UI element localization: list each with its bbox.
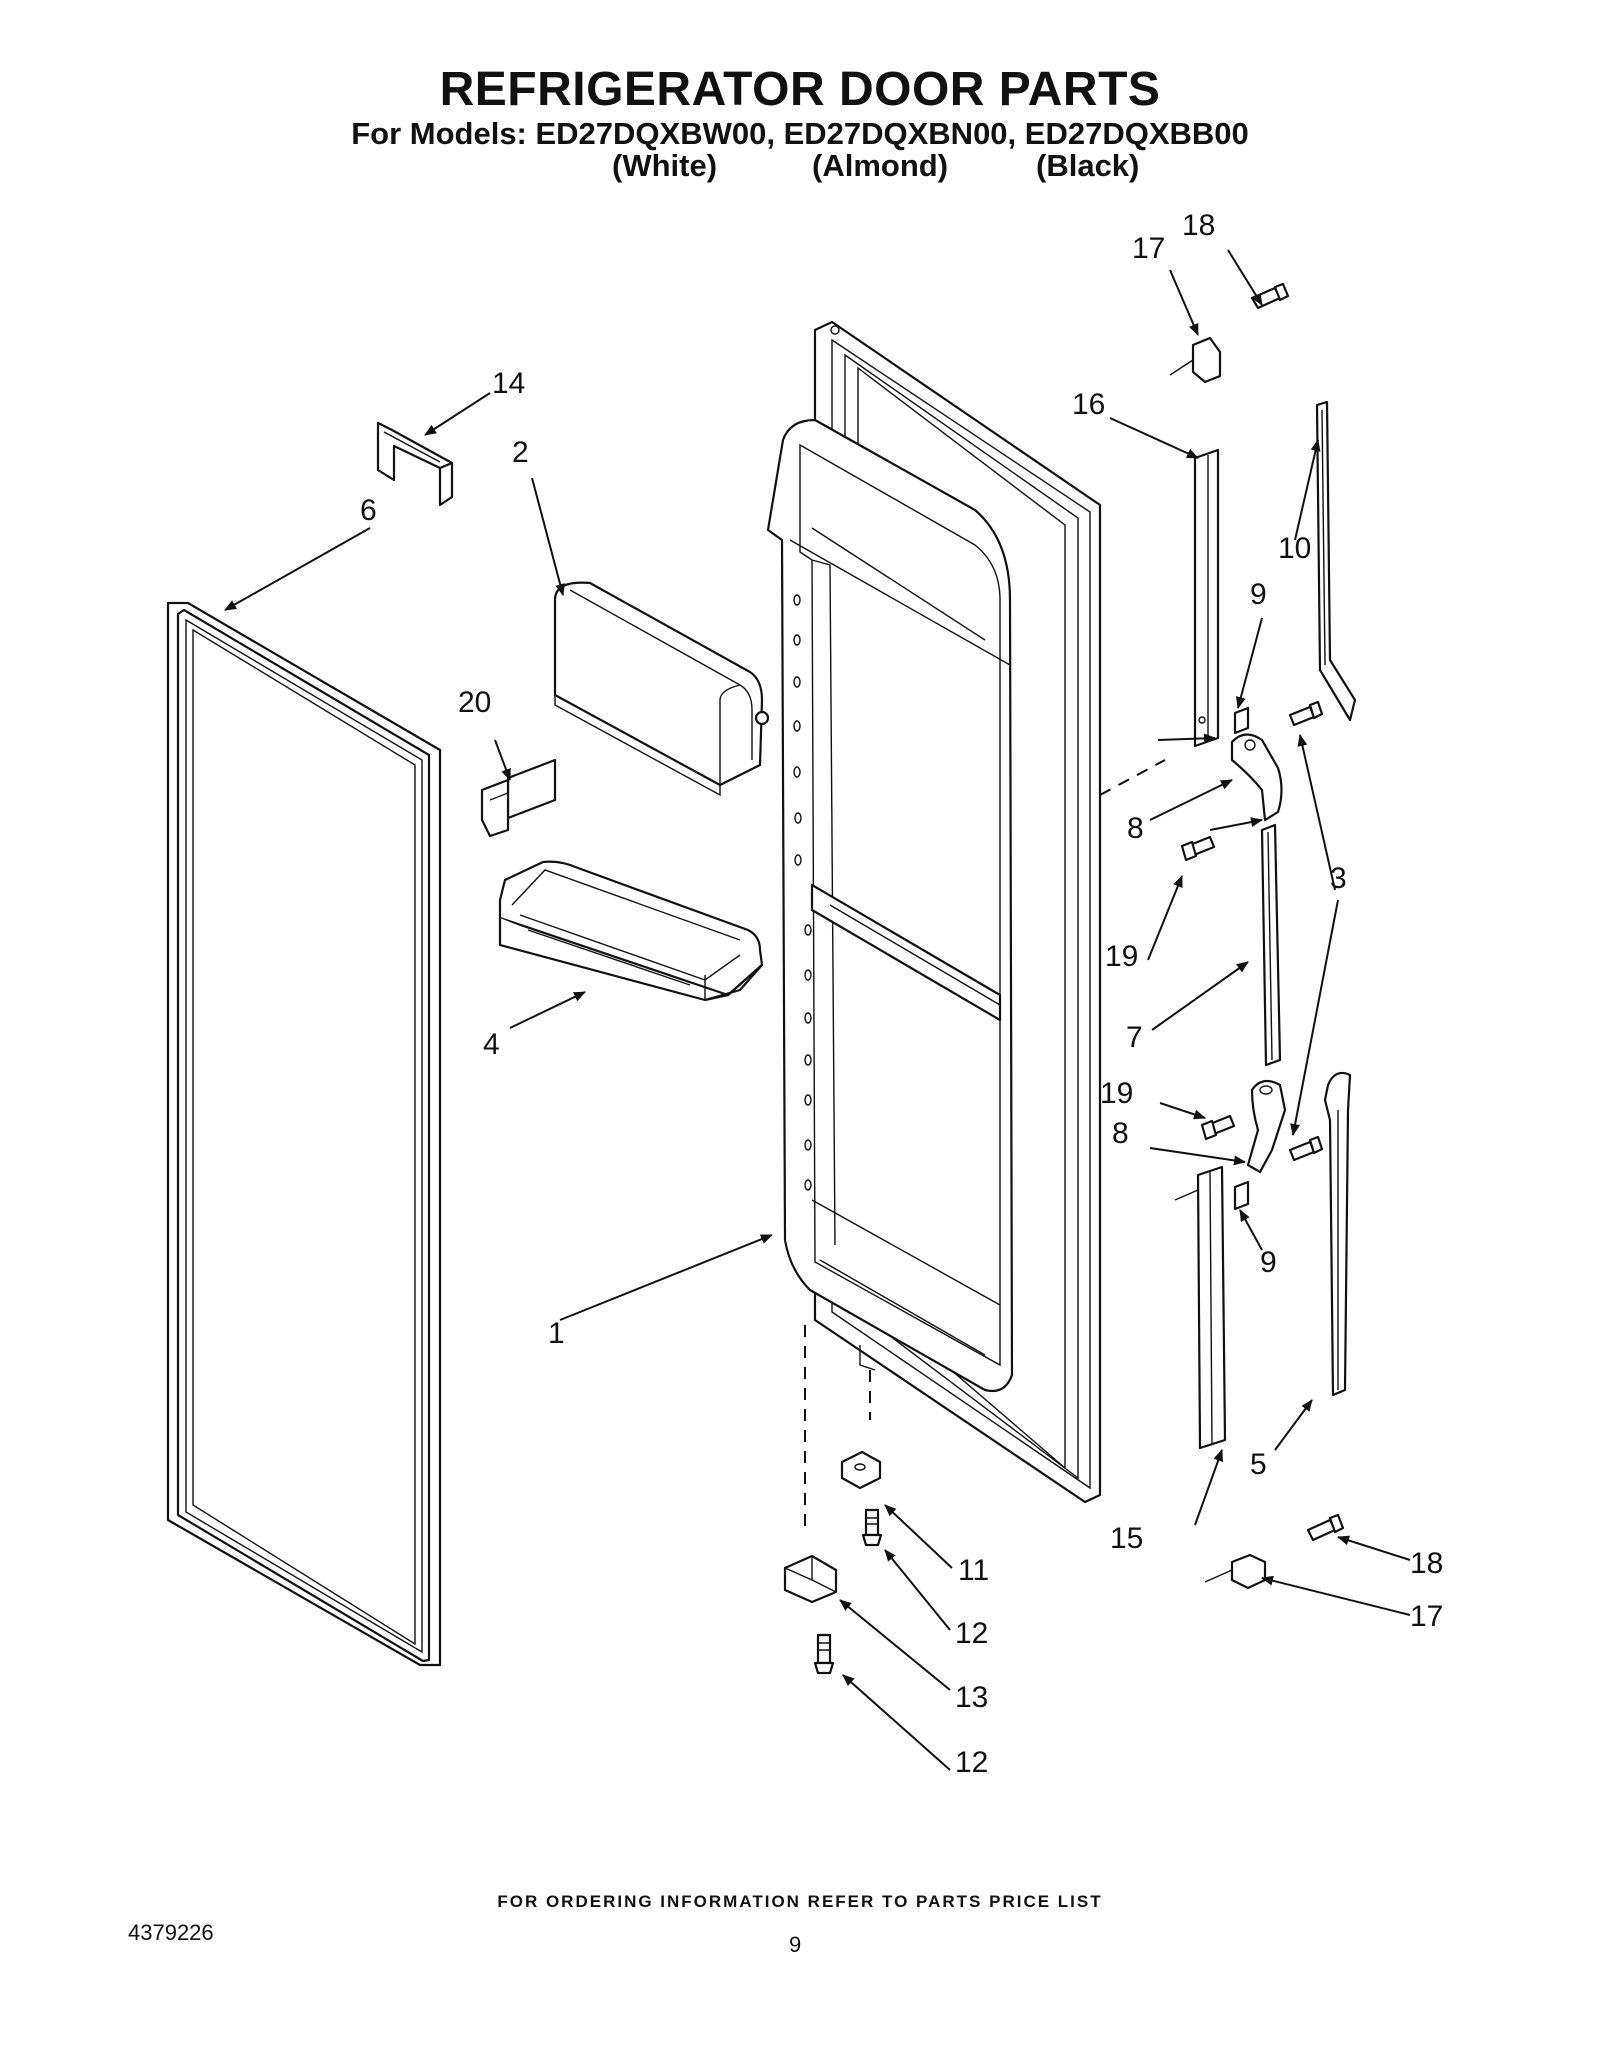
callout-3: 3 [1330, 862, 1347, 895]
callout-12-lower: 12 [955, 1746, 988, 1779]
color-black: (Black) [1036, 148, 1140, 183]
callout-8-upper: 8 [1127, 812, 1144, 845]
callout-19-upper: 19 [1105, 940, 1138, 973]
part-5-handle-trim-lower [1323, 1071, 1352, 1397]
part-18-screw-lower [1306, 1513, 1345, 1542]
callout-2: 2 [512, 436, 529, 469]
models-line: For Models: ED27DQXBW00, ED27DQXBN00, ED… [351, 116, 1249, 151]
color-white: (White) [612, 148, 718, 183]
ordering-note: FOR ORDERING INFORMATION REFER TO PARTS … [497, 1892, 1103, 1911]
callout-15: 15 [1110, 1522, 1143, 1555]
part-16-handle-end-upper [1193, 448, 1220, 748]
part-20-clip [480, 758, 557, 838]
callout-18-lower: 18 [1410, 1547, 1443, 1580]
callout-9-lower: 9 [1260, 1246, 1277, 1279]
callout-4: 4 [483, 1028, 500, 1061]
callout-20: 20 [458, 686, 491, 719]
part-19-screw-upper [1180, 835, 1216, 862]
part-12-screw-upper [861, 1508, 883, 1547]
part-8-handle-mount-lower [1246, 1079, 1287, 1174]
callout-18-upper: 18 [1182, 209, 1215, 242]
callout-7: 7 [1126, 1021, 1143, 1054]
color-almond: (Almond) [812, 148, 949, 183]
callout-14: 14 [492, 367, 525, 400]
callout-labels: 1 2 3 4 5 6 7 8 8 9 9 10 11 12 12 13 14 … [360, 209, 1443, 1779]
callout-8-lower: 8 [1112, 1117, 1129, 1150]
leader-lines [224, 249, 1411, 1771]
document-number: 4379226 [128, 1920, 214, 1945]
part-14-clip [376, 421, 454, 507]
part-9-spacer-upper [1233, 706, 1250, 735]
part-8-handle-mount-upper [1230, 733, 1283, 822]
part-19-screw-lower [1200, 1114, 1236, 1141]
part-4-door-bin [498, 860, 764, 1002]
part-13-bottom-hinge [783, 1554, 838, 1604]
callout-5: 5 [1250, 1448, 1267, 1481]
part-6-door-gasket [166, 601, 442, 1667]
part-11-hinge-bracket [840, 1450, 882, 1490]
callout-6: 6 [360, 494, 377, 527]
part-1-door [766, 320, 1102, 1504]
callout-16: 16 [1072, 388, 1105, 421]
top-hinge-axis [1099, 759, 1166, 796]
part-17-top-hinge-cover [1169, 336, 1222, 384]
part-17-bottom-hinge-cover [1204, 1553, 1267, 1590]
part-3-screw-lower [1288, 1135, 1324, 1162]
part-15-handle-end-lower [1174, 1165, 1227, 1450]
callout-9-upper: 9 [1250, 578, 1267, 611]
page-number: 9 [789, 1932, 802, 1957]
callout-10: 10 [1278, 532, 1311, 565]
part-10-handle-trim-upper [1315, 400, 1357, 722]
callout-12-upper: 12 [955, 1617, 988, 1650]
callout-11: 11 [958, 1554, 989, 1587]
part-7-door-handle [1260, 823, 1282, 1067]
part-2-shelf-cover [553, 581, 770, 797]
part-3-screw-upper [1288, 700, 1324, 727]
part-12-screw-lower [813, 1633, 835, 1675]
page-title: REFRIGERATOR DOOR PARTS [439, 63, 1161, 116]
callout-19-lower: 19 [1100, 1077, 1133, 1110]
part-9-spacer-lower [1233, 1180, 1250, 1211]
callout-13: 13 [955, 1681, 988, 1714]
callout-1: 1 [548, 1317, 565, 1350]
callout-17-lower: 17 [1410, 1600, 1443, 1633]
callout-17-upper: 17 [1132, 232, 1165, 265]
